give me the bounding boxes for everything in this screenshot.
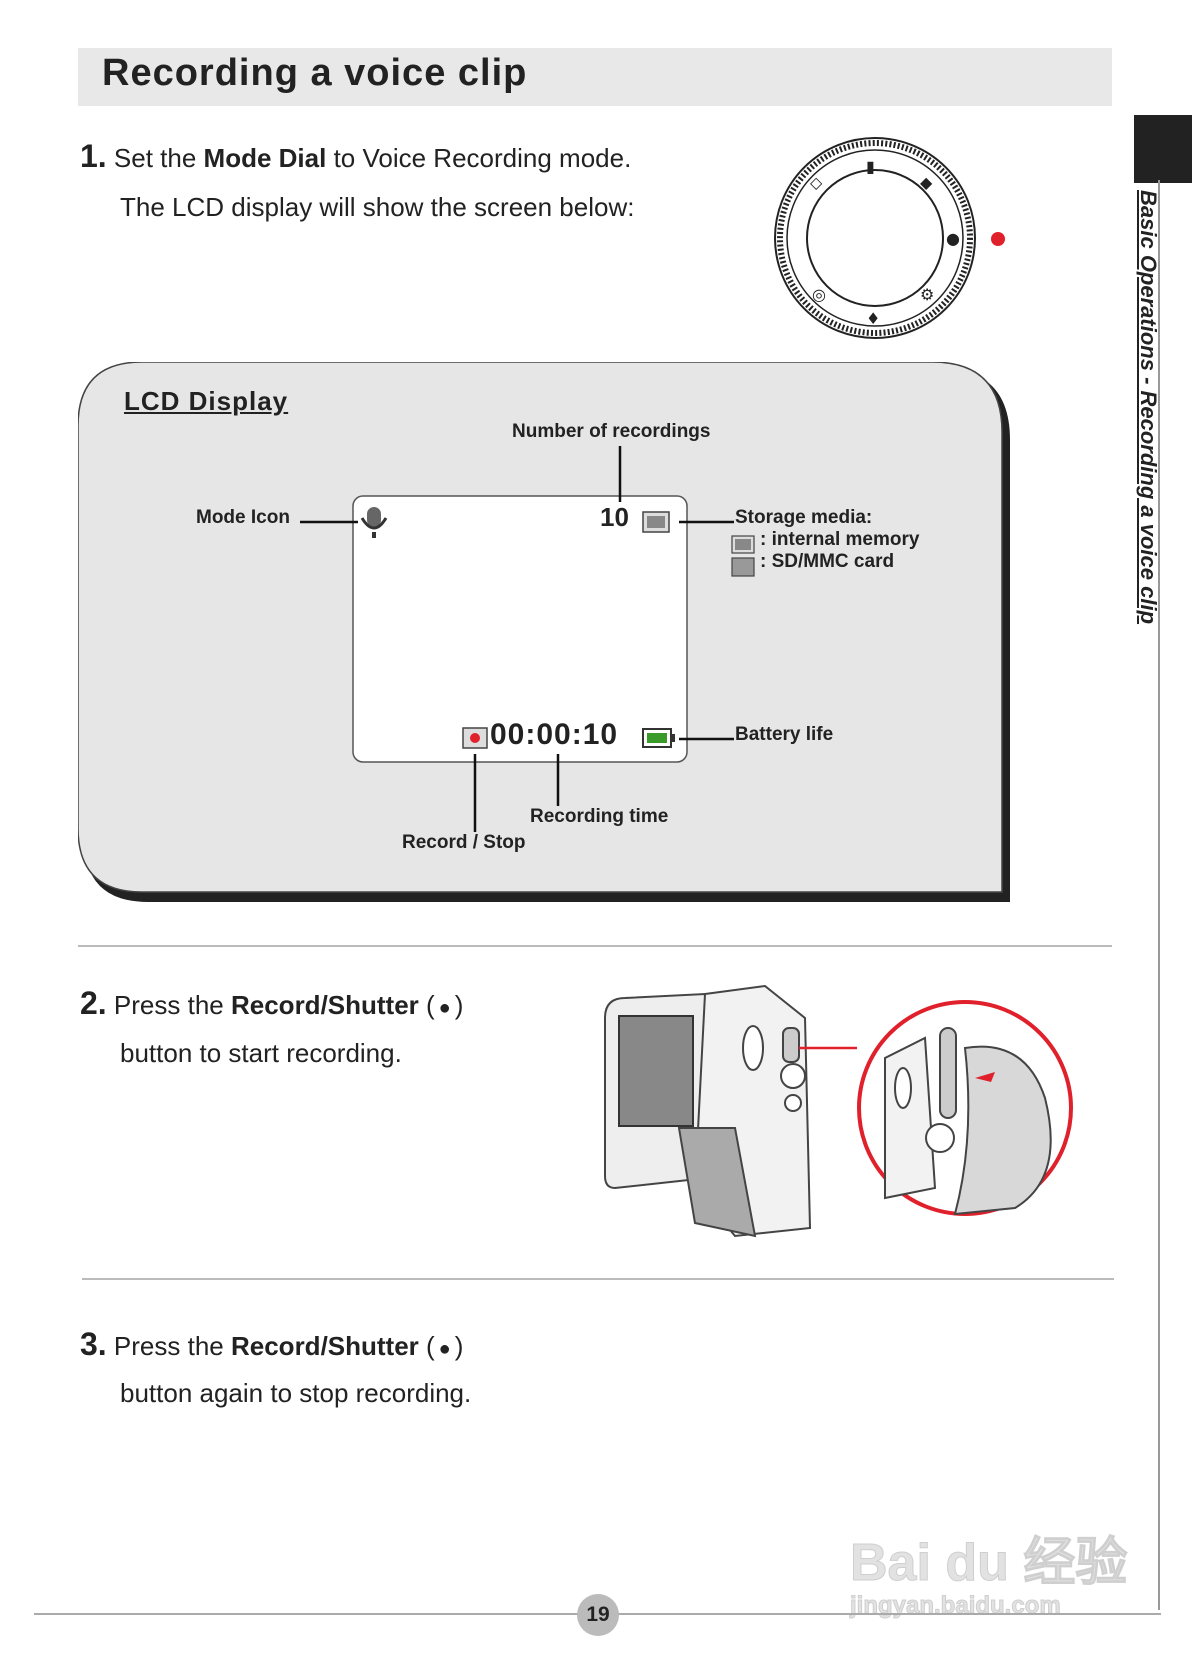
step-1-text-after: to Voice Recording mode. bbox=[326, 143, 632, 173]
label-internal-memory: : internal memory bbox=[760, 529, 920, 550]
shutter-icon: ● bbox=[438, 997, 451, 1019]
step-2: 2. Press the Record/Shutter (●) bbox=[80, 985, 463, 1022]
label-battery-life: Battery life bbox=[735, 724, 834, 745]
step-2-close: ) bbox=[454, 990, 464, 1020]
step-2-text-after: ( bbox=[418, 990, 435, 1020]
svg-text:●: ● bbox=[946, 229, 960, 248]
microphone-icon bbox=[360, 507, 388, 538]
internal-memory-icon bbox=[642, 511, 670, 533]
step-3-close: ) bbox=[454, 1331, 464, 1361]
side-tab-block bbox=[1134, 115, 1192, 183]
battery-icon bbox=[642, 728, 675, 748]
label-storage-media: Storage media: bbox=[735, 507, 873, 528]
sd-card-icon bbox=[731, 557, 755, 577]
step-3-text: Press the bbox=[113, 1331, 231, 1361]
step-3-line2: button again to stop recording. bbox=[120, 1378, 472, 1408]
divider-1 bbox=[78, 945, 1112, 947]
page-number: 19 bbox=[577, 1594, 619, 1636]
step-1-text: Set the bbox=[113, 143, 204, 173]
svg-text:◇: ◇ bbox=[810, 173, 823, 192]
side-tab: Basic Operations - Recording a voice cli… bbox=[1117, 190, 1177, 670]
camera-illustration bbox=[604, 984, 1073, 1238]
divider-2 bbox=[82, 1278, 1114, 1280]
side-tab-text: Basic Operations - Recording a voice cli… bbox=[1136, 190, 1161, 625]
lcd-panel-frame bbox=[78, 362, 1010, 902]
svg-text:⚙: ⚙ bbox=[920, 285, 934, 304]
step-3: 3. Press the Record/Shutter (●) bbox=[80, 1326, 463, 1363]
step-2-number: 2. bbox=[80, 985, 107, 1021]
step-2-line2: button to start recording. bbox=[120, 1038, 402, 1068]
page-title: Recording a voice clip bbox=[102, 52, 528, 94]
title-bar bbox=[78, 48, 1112, 106]
step-3-bold: Record/Shutter bbox=[230, 1331, 419, 1361]
legend-internal-memory-icon bbox=[731, 535, 755, 554]
mode-dial-illustration: ▮ ◆ ◇ ● ⚙ ♦ ◎ bbox=[774, 137, 1005, 339]
recording-count: 10 bbox=[600, 502, 629, 532]
step-1-bold: Mode Dial bbox=[203, 143, 327, 173]
label-mode-icon: Mode Icon bbox=[196, 507, 290, 528]
watermark-logo: Bai du 经验 bbox=[849, 1534, 1128, 1593]
side-divider bbox=[1158, 180, 1160, 1610]
step-1: 1. Set the Mode Dial to Voice Recording … bbox=[80, 138, 631, 175]
step-1-line2: The LCD display will show the screen bel… bbox=[120, 192, 635, 222]
svg-text:♦: ♦ bbox=[866, 309, 880, 328]
step-3-number: 3. bbox=[80, 1326, 107, 1362]
step-3-text-after: ( bbox=[418, 1331, 435, 1361]
step-1-number: 1. bbox=[80, 138, 107, 174]
recording-time-value: 00:00:10 bbox=[490, 718, 619, 751]
label-number-of-recordings: Number of recordings bbox=[512, 421, 711, 442]
record-stop-icon bbox=[462, 727, 488, 749]
label-sd-card: : SD/MMC card bbox=[760, 551, 895, 572]
svg-text:▮: ▮ bbox=[866, 157, 875, 176]
label-record-stop: Record / Stop bbox=[402, 832, 526, 853]
svg-text:◎: ◎ bbox=[812, 285, 826, 304]
step-2-text: Press the bbox=[113, 990, 231, 1020]
watermark-url: jingyan.baidu.com bbox=[850, 1592, 1062, 1620]
svg-text:◆: ◆ bbox=[920, 173, 933, 192]
lcd-display-title: LCD Display bbox=[124, 386, 289, 416]
label-recording-time: Recording time bbox=[530, 806, 669, 827]
shutter-icon: ● bbox=[438, 1338, 451, 1360]
step-2-bold: Record/Shutter bbox=[230, 990, 419, 1020]
